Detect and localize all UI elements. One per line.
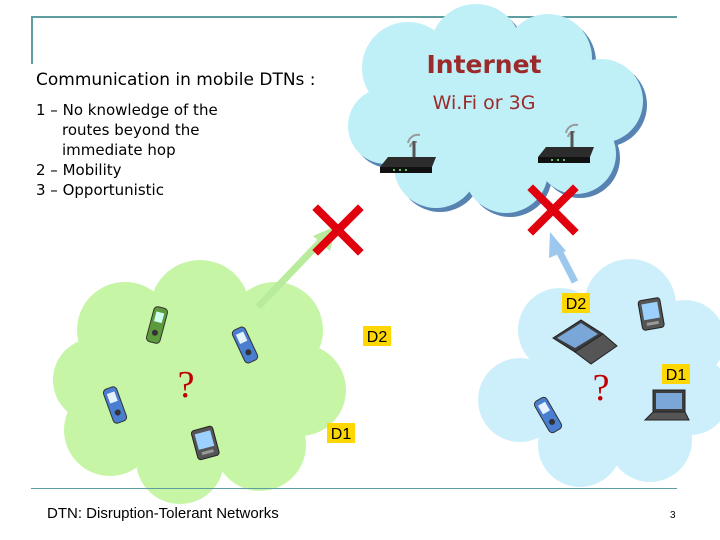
list-item-continuation: immediate hop: [62, 141, 176, 159]
svg-text:D1: D1: [331, 426, 352, 443]
slide-title: Communication in mobile DTNs :: [36, 70, 316, 90]
internet-title: Internet: [426, 50, 541, 79]
question-mark-right: ?: [593, 367, 610, 409]
cross-mark-right: [527, 184, 579, 236]
internet-subtitle: Wi.Fi or 3G: [433, 92, 536, 114]
footer-divider: [31, 488, 677, 489]
laptop-icon: [643, 389, 690, 421]
arrow-right-to-internet: [549, 232, 579, 284]
internet-cloud: [348, 4, 647, 217]
label-d1-right: D1: [662, 364, 690, 384]
svg-text:D1: D1: [666, 367, 687, 384]
footer-text: DTN: Disruption-Tolerant Networks: [47, 505, 279, 522]
cross-mark-left: [312, 204, 364, 256]
frame-top-line: [31, 16, 677, 18]
wifi-router-icon: [538, 123, 594, 163]
pda-device-icon: [637, 297, 665, 331]
laptop-icon: [552, 319, 618, 365]
mobile-phone-icon: [102, 386, 128, 424]
label-d2-right: D2: [562, 293, 590, 313]
label-d2-left: D2: [363, 326, 391, 346]
list-item: 2 – Mobility: [36, 161, 122, 179]
list-item: 3 – Opportunistic: [36, 181, 164, 199]
pda-device-icon: [190, 425, 220, 461]
mobile-phone-icon: [145, 306, 169, 344]
question-mark-left: ?: [178, 364, 195, 406]
svg-text:D2: D2: [566, 296, 587, 313]
label-d1-left: D1: [327, 423, 355, 443]
mobile-phone-icon: [533, 396, 563, 434]
list-item-continuation: routes beyond the: [62, 121, 200, 139]
left-mobile-cloud: [53, 260, 346, 504]
frame-left-line: [31, 16, 33, 64]
dtn-characteristics-list: 1 – No knowledge of the routes beyond th…: [36, 100, 218, 200]
svg-text:D2: D2: [367, 329, 388, 346]
page-number: 3: [670, 510, 676, 521]
wifi-router-icon: [380, 133, 436, 173]
list-item: 1 – No knowledge of the: [36, 101, 218, 119]
mobile-phone-icon: [231, 326, 259, 364]
